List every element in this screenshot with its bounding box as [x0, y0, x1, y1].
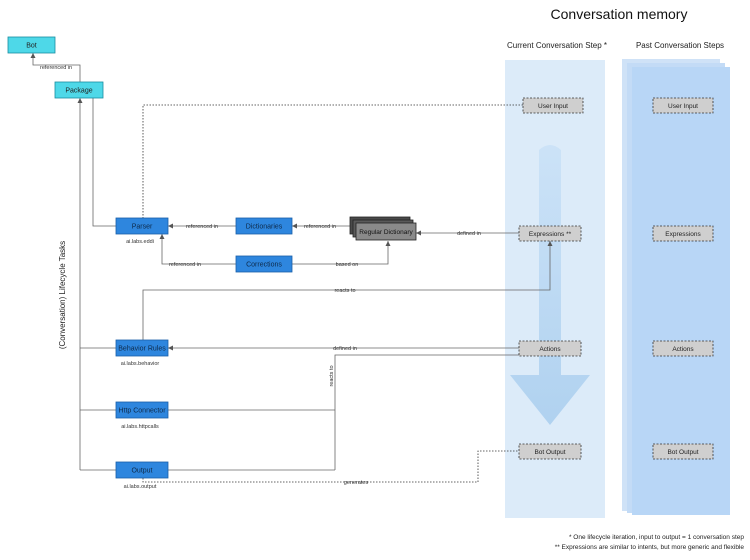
past-actions-box[interactable]: Actions	[652, 340, 714, 357]
arrowhead-parser-up	[159, 234, 165, 239]
arrowhead-regular-up	[385, 241, 391, 246]
edge-package-parser	[92, 98, 116, 227]
label-corrections-regular: based on	[336, 262, 359, 268]
corrections-label: Corrections	[246, 262, 282, 269]
current-expressions-label: Expressions **	[529, 231, 572, 238]
label-regular-expressions: defined in	[457, 231, 481, 237]
current-actions-box[interactable]: Actions	[518, 340, 582, 357]
edge-userinput-parser	[142, 104, 523, 218]
label-generates: generates	[344, 480, 369, 486]
behavior-rules-node[interactable]: Behavior Rules	[115, 339, 169, 357]
arrowhead-regular-left	[416, 230, 421, 236]
edge-parser-corrections	[161, 234, 236, 265]
output-node[interactable]: Output	[115, 461, 169, 479]
corrections-node[interactable]: Corrections	[235, 255, 293, 273]
regular-dictionary-label: Regular Dictionary	[359, 229, 413, 236]
bot-label: Bot	[26, 43, 37, 50]
http-connector-label: Http Connector	[118, 408, 166, 415]
label-parser-dictionaries: referenced in	[186, 224, 218, 230]
behavior-package-name: ai.labs.behavior	[121, 361, 160, 367]
label-actions-behavior: defined in	[333, 346, 357, 352]
edge-corrections-regular	[292, 241, 389, 265]
footnote-one: * One lifecycle iteration, input to outp…	[569, 534, 744, 541]
dotted-connectors	[142, 104, 523, 483]
footnote-two: ** Expressions are similar to intents, b…	[555, 544, 745, 551]
dictionaries-label: Dictionaries	[246, 224, 283, 231]
current-bot-output-label: Bot Output	[534, 449, 565, 456]
edge-labels: referenced in referenced in referenced i…	[40, 65, 481, 486]
arrowhead-bot-up	[30, 53, 36, 58]
arrowhead-parser-left	[168, 223, 173, 229]
current-actions-label: Actions	[539, 346, 561, 353]
label-parser-corrections: referenced in	[169, 262, 201, 268]
arrowheads	[30, 53, 553, 351]
http-connector-node[interactable]: Http Connector	[115, 401, 169, 419]
current-step-header: Current Conversation Step *	[507, 41, 607, 50]
current-bot-output-box[interactable]: Bot Output	[518, 443, 582, 460]
arrowhead-dictionaries-left	[292, 223, 297, 229]
arrowhead-expressions-up	[547, 241, 553, 246]
lifecycle-tasks-label: (Conversation) Lifecycle Tasks	[58, 241, 67, 349]
past-expressions-box[interactable]: Expressions	[652, 225, 714, 242]
edge-actions-http-output	[334, 354, 519, 470]
arrowhead-behavior-left	[168, 345, 173, 351]
edge-bot-package	[32, 53, 81, 82]
label-reacts-to-vertical: reacts to	[329, 365, 335, 386]
package-label: Package	[65, 88, 92, 95]
behavior-rules-label: Behavior Rules	[118, 346, 166, 353]
label-bot-package: referenced in	[40, 65, 72, 71]
parser-node[interactable]: Parser	[115, 217, 169, 235]
diagram-title: Conversation memory	[551, 6, 688, 22]
parser-package-name: ai.labs.eddi	[126, 239, 154, 245]
past-bot-output-label: Bot Output	[667, 449, 698, 456]
current-user-input-box[interactable]: User Input	[522, 97, 584, 114]
package-node[interactable]: Package	[54, 81, 104, 99]
dictionaries-node[interactable]: Dictionaries	[235, 217, 293, 235]
output-label: Output	[131, 468, 152, 475]
label-reacts-to-top: reacts to	[334, 288, 355, 294]
past-steps-column	[622, 59, 730, 515]
past-expressions-label: Expressions	[665, 231, 701, 238]
current-user-input-label: User Input	[538, 103, 568, 110]
output-package-name: ai.labs.output	[124, 484, 157, 490]
http-package-name: ai.labs.httpcalls	[121, 424, 159, 430]
past-user-input-box[interactable]: User Input	[652, 97, 714, 114]
regular-dictionary-node[interactable]: Regular Dictionary	[349, 216, 417, 241]
current-expressions-box[interactable]: Expressions **	[518, 225, 582, 242]
past-user-input-label: User Input	[668, 103, 698, 110]
bot-node[interactable]: Bot	[7, 36, 56, 54]
past-steps-header: Past Conversation Steps	[636, 41, 724, 50]
edge-output-botoutput	[142, 450, 519, 483]
past-actions-label: Actions	[672, 346, 694, 353]
parser-label: Parser	[132, 224, 153, 231]
past-bot-output-box[interactable]: Bot Output	[652, 443, 714, 460]
edge-behavior-expressions	[142, 241, 551, 340]
label-dictionaries-regular: referenced in	[304, 224, 336, 230]
arrowhead-package-up	[77, 98, 83, 103]
connectors	[32, 53, 551, 471]
